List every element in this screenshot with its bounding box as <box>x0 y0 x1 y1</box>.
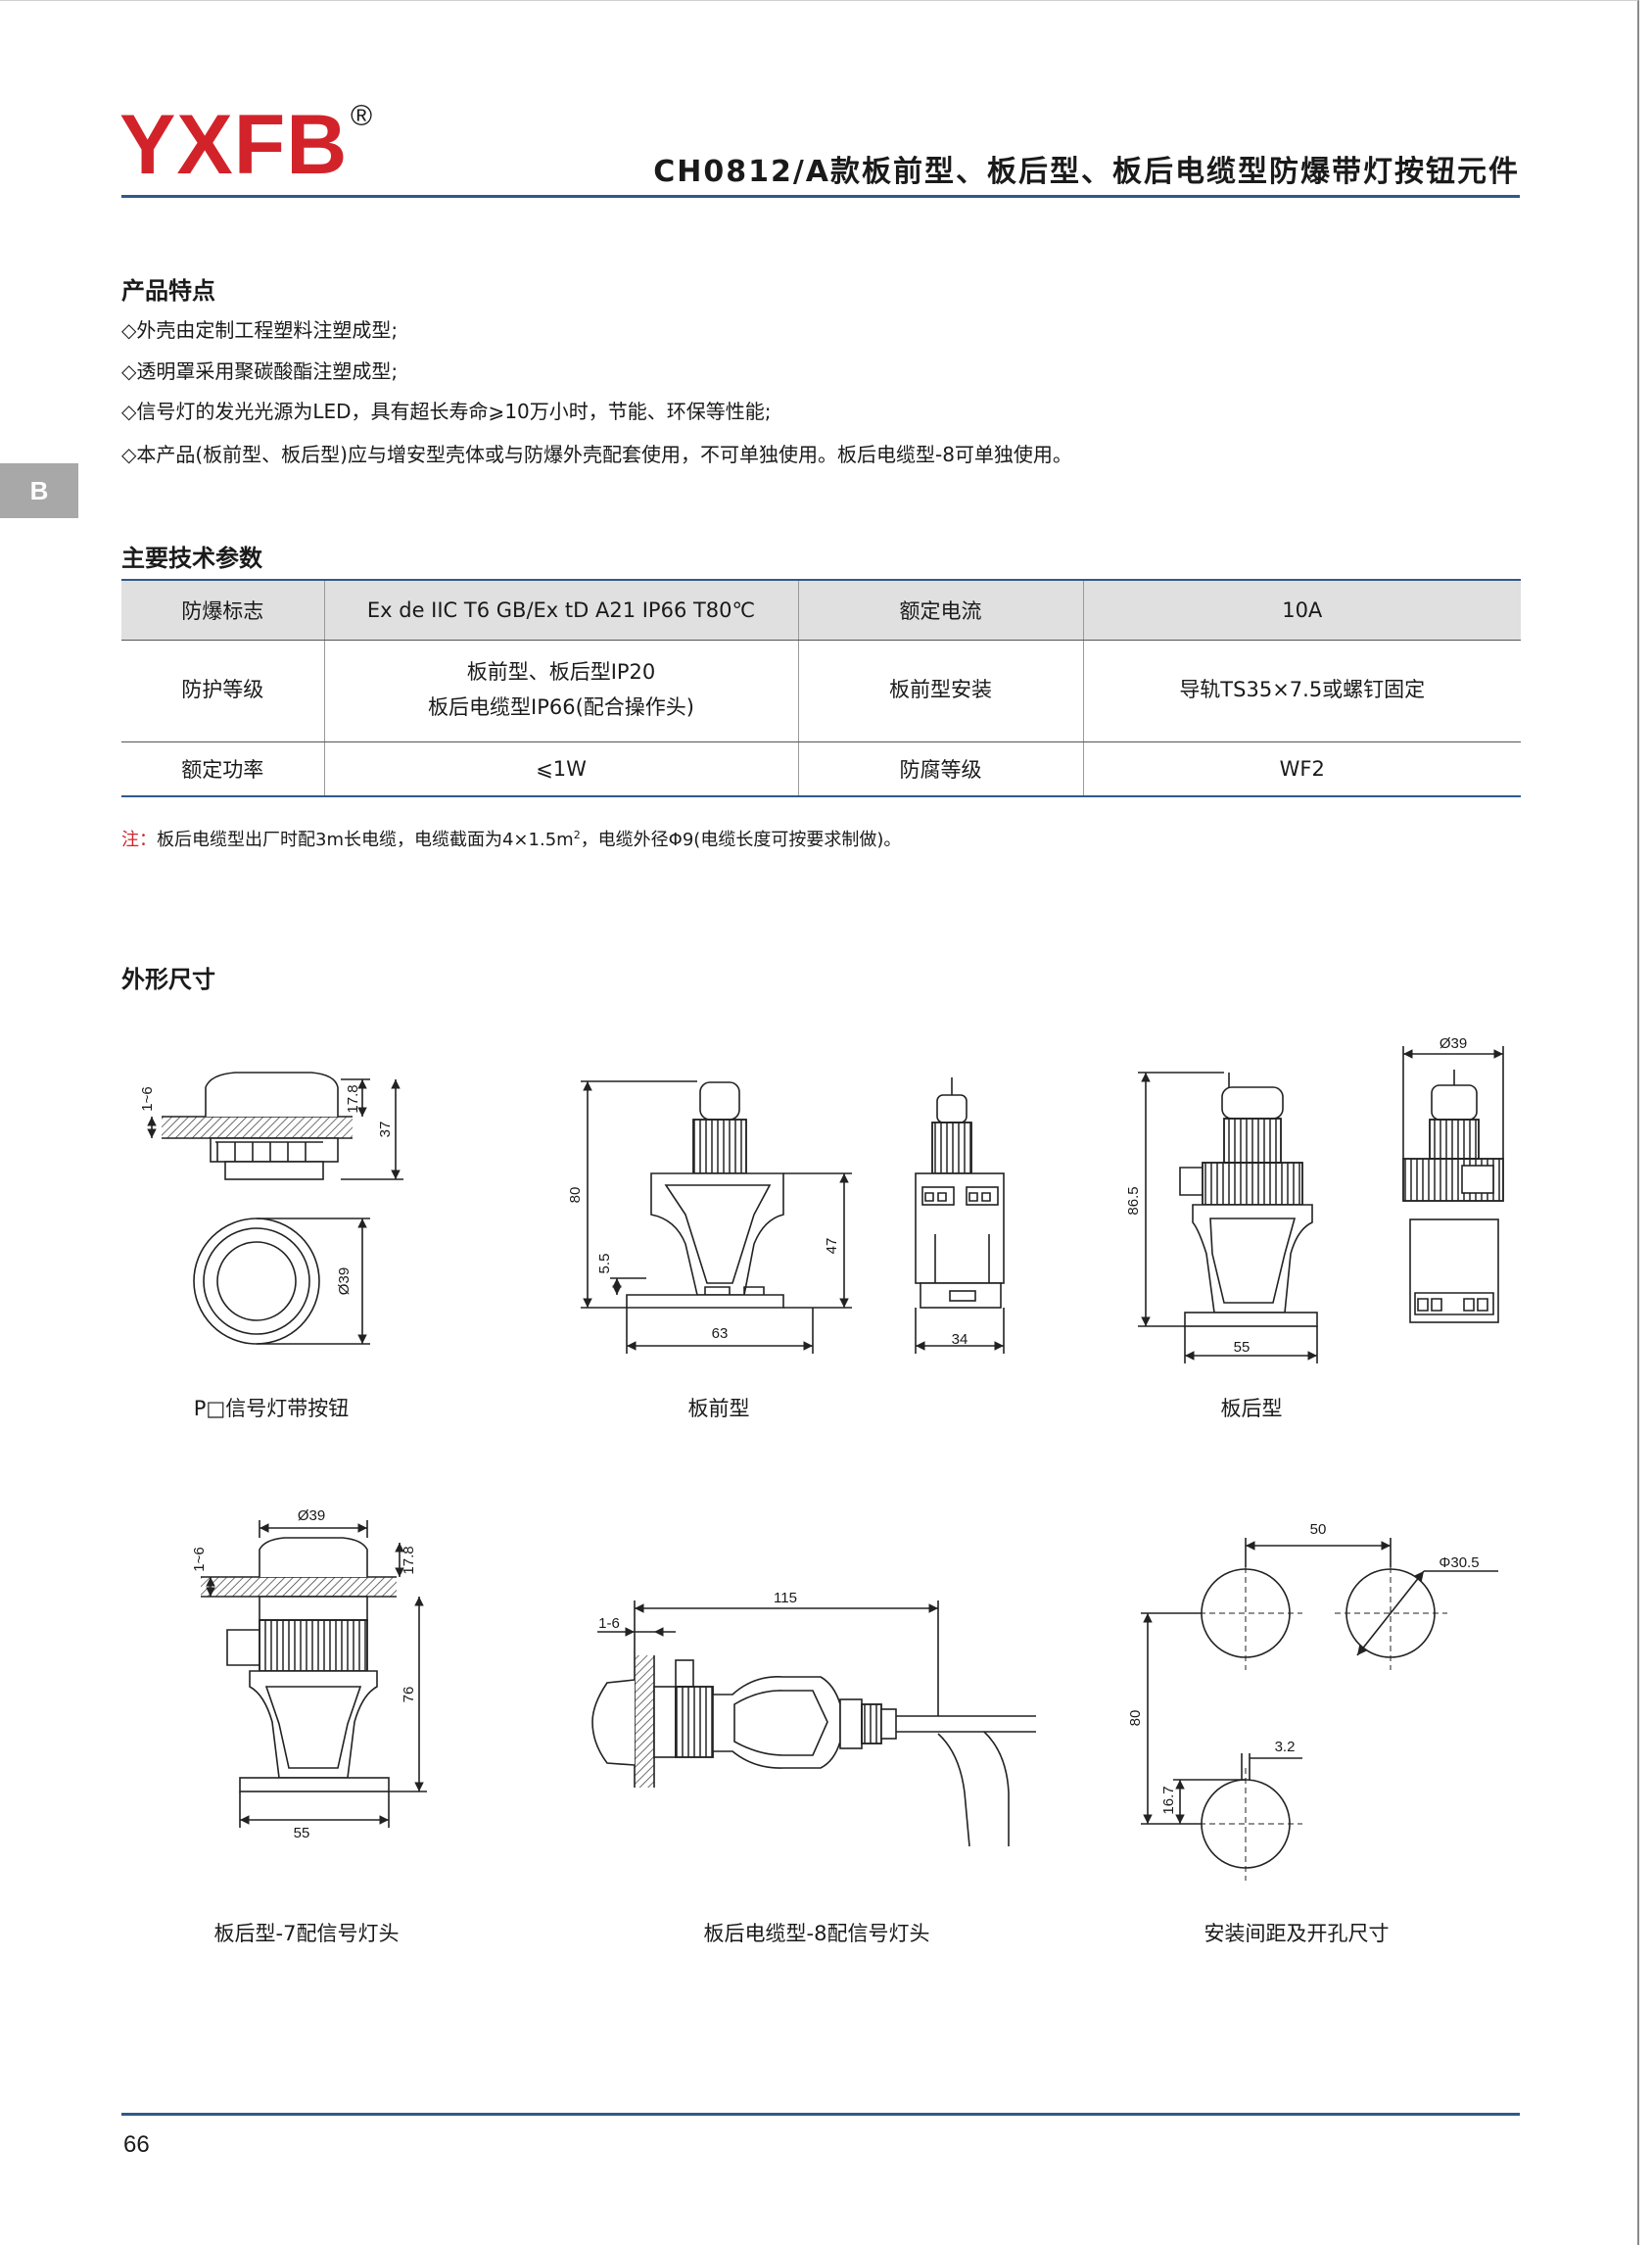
table-cell: Ex de IIC T6 GB/Ex tD A21 IP66 T80℃ <box>323 579 798 641</box>
table-cell: 防爆标志 <box>121 579 324 641</box>
drawing-front-type-side <box>915 1077 1005 1354</box>
dim-label: Ø39 <box>336 1267 353 1295</box>
table-cell-line: 板前型、板后型IP20 <box>466 660 656 685</box>
drawing-front-type <box>581 1080 852 1354</box>
feature-item: ◇信号灯的发光光源为LED，具有超长寿命⩾10万小时，节能、环保等性能; <box>121 400 772 423</box>
table-row: 防护等级 板前型、板后型IP20 板后电缆型IP66(配合操作头) 板前型安装 … <box>121 640 1521 742</box>
dim-label: 17.8 <box>401 1546 417 1574</box>
dim-label: 63 <box>712 1325 729 1342</box>
drawing-rear-type-7 <box>201 1520 427 1828</box>
dim-label: 1~6 <box>139 1086 156 1111</box>
dim-label: 16.7 <box>1160 1786 1177 1814</box>
table-cell: WF2 <box>1082 741 1521 797</box>
footer-divider <box>121 2113 1520 2116</box>
drawing-mounting <box>1141 1538 1498 1881</box>
dim-label: Ø39 <box>298 1507 325 1524</box>
table-cell: 导轨TS35×7.5或螺钉固定 <box>1082 640 1521 742</box>
dim-label: 86.5 <box>1125 1186 1142 1215</box>
dim-label: 80 <box>1127 1710 1144 1727</box>
caption-mounting: 安装间距及开孔尺寸 <box>1204 1922 1390 1945</box>
table-cell: 板前型安装 <box>797 640 1083 742</box>
caption-rear-type: 板后型 <box>1220 1397 1283 1420</box>
caption-cable-8: 板后电缆型-8配信号灯头 <box>703 1922 930 1945</box>
feature-item: ◇外壳由定制工程塑料注塑成型; <box>121 318 399 342</box>
drawing-pushbutton-side <box>147 1072 403 1180</box>
dim-label: 1-6 <box>598 1615 620 1632</box>
features-heading: 产品特点 <box>121 277 215 305</box>
dimensions-heading: 外形尺寸 <box>121 966 215 993</box>
brand-logo: YXFB <box>119 98 349 192</box>
caption-pushbutton: P□信号灯带按钮 <box>193 1397 350 1420</box>
feature-item: ◇本产品(板前型、板后型)应与增安型壳体或与防爆外壳配套使用，不可单独使用。板后… <box>121 443 1072 466</box>
dim-label: 76 <box>401 1687 417 1703</box>
header-divider <box>121 195 1520 198</box>
table-cell: 防腐等级 <box>797 741 1083 797</box>
registered-mark: ® <box>351 100 373 132</box>
table-cell: 额定功率 <box>121 741 324 797</box>
caption-rear-type-7: 板后型-7配信号灯头 <box>213 1922 400 1945</box>
caption-front-type: 板前型 <box>687 1397 750 1420</box>
dim-label: 50 <box>1310 1521 1327 1538</box>
drawing-rear-type-side <box>1402 1046 1504 1323</box>
feature-item: ◇透明罩采用聚碳酸酯注塑成型; <box>121 359 399 383</box>
dim-label: 80 <box>567 1187 584 1204</box>
dim-label: 47 <box>824 1238 840 1255</box>
page-number: 66 <box>123 2131 150 2158</box>
table-cell: 板前型、板后型IP20 板后电缆型IP66(配合操作头) <box>323 640 798 742</box>
page-title: CH0812/A款板前型、板后型、板后电缆型防爆带灯按钮元件 <box>653 155 1520 189</box>
table-cell: 10A <box>1082 579 1521 641</box>
note-superscript: 2 <box>573 829 581 841</box>
note-label: 注： <box>121 830 157 850</box>
dim-label: 55 <box>1234 1339 1251 1356</box>
dim-label: Ø39 <box>1440 1035 1467 1052</box>
dim-label: 34 <box>952 1331 968 1348</box>
dim-label: 55 <box>294 1825 310 1841</box>
drawing-rear-type <box>1138 1072 1318 1363</box>
dim-label: 17.8 <box>345 1084 361 1113</box>
table-cell-line: 板后电缆型IP66(配合操作头) <box>428 695 694 719</box>
dim-label: 5.5 <box>596 1254 613 1274</box>
dim-label: 115 <box>774 1590 797 1606</box>
drawing-cable-8 <box>591 1600 1036 1847</box>
table-cell: ⩽1W <box>323 741 798 797</box>
section-tab: B <box>0 463 78 518</box>
params-table: 防爆标志 Ex de IIC T6 GB/Ex tD A21 IP66 T80℃… <box>121 579 1521 797</box>
note-text: 板后电缆型出厂时配3m长电缆，电缆截面为4×1.5m <box>157 830 574 850</box>
dim-label: 1~6 <box>191 1547 208 1571</box>
table-cell: 额定电流 <box>797 579 1083 641</box>
note-text-end: ，电缆外径Φ9(电缆长度可按要求制做)。 <box>580 830 902 850</box>
table-note: 注：板后电缆型出厂时配3m长电缆，电缆截面为4×1.5m2，电缆外径Φ9(电缆长… <box>121 826 901 851</box>
dim-label: Φ30.5 <box>1439 1554 1479 1571</box>
table-cell: 防护等级 <box>121 640 324 742</box>
table-row: 防爆标志 Ex de IIC T6 GB/Ex tD A21 IP66 T80℃… <box>121 579 1521 641</box>
table-row: 额定功率 ⩽1W 防腐等级 WF2 <box>121 741 1521 797</box>
params-heading: 主要技术参数 <box>121 545 262 572</box>
dim-label: 37 <box>377 1122 394 1138</box>
drawing-pushbutton-front <box>193 1218 370 1345</box>
dim-label: 3.2 <box>1275 1739 1296 1755</box>
